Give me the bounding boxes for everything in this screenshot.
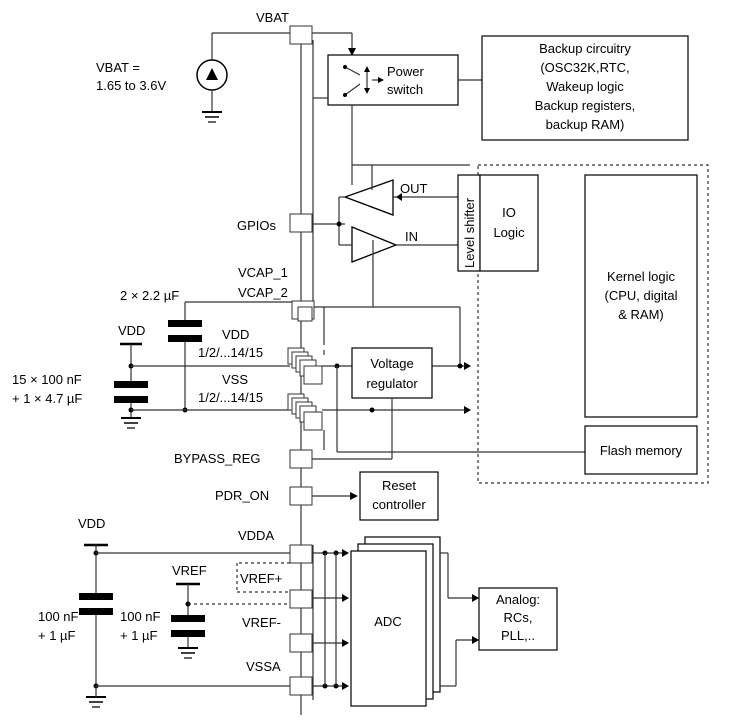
- bypass-reg-pin: [289, 449, 313, 469]
- io-logic-label-2: Logic: [493, 225, 525, 240]
- pdr-on-label: PDR_ON: [215, 488, 269, 503]
- io-logic-label-1: IO: [502, 205, 516, 220]
- vcap1-label: VCAP_1: [238, 265, 288, 280]
- flash-label: Flash memory: [600, 443, 683, 458]
- level-shifter: Level shifter: [457, 174, 481, 272]
- adc-label: ADC: [374, 614, 401, 629]
- core-domain-boundary: [477, 164, 709, 484]
- vref-minus-pin: [289, 633, 313, 653]
- vssa-pin: [289, 676, 313, 696]
- power-switch: Power switch: [313, 54, 482, 165]
- backup-label-4: Backup registers,: [535, 98, 635, 113]
- vss-pins-label: VSS: [222, 372, 248, 387]
- vref-plus-label: VREF+: [240, 571, 282, 586]
- level-shifter-label: Level shifter: [462, 197, 477, 268]
- power-switch-label-2: switch: [387, 82, 423, 97]
- vdda-label: VDDA: [238, 528, 274, 543]
- kernel-logic: Kernel logic (CPU, digital & RAM): [584, 174, 698, 418]
- vdd-cap-label-2: + 1 × 4.7 µF: [12, 391, 82, 406]
- analog-label-2: RCs,: [504, 610, 533, 625]
- vbat-range-label-1: VBAT =: [96, 60, 140, 75]
- analog-label-1: Analog:: [496, 592, 540, 607]
- vbat-section: VBAT = 1.65 to 3.6V VBAT: [96, 10, 356, 123]
- voltage-reg-label-2: regulator: [366, 376, 418, 391]
- backup-label-1: Backup circuitry: [539, 41, 631, 56]
- analog-block: Analog: RCs, PLL,..: [478, 587, 558, 651]
- vdd-analog-label: VDD: [78, 516, 105, 531]
- io-buffers: OUT IN: [312, 164, 471, 307]
- voltage-regulator: Voltage regulator: [323, 347, 585, 453]
- vref-label: VREF: [172, 563, 207, 578]
- gpios-label: GPIOs: [237, 218, 277, 233]
- io-logic: IO Logic: [479, 174, 539, 272]
- ground-icon: [121, 417, 141, 429]
- ground-icon: [86, 696, 106, 708]
- vssa-label: VSSA: [246, 659, 281, 674]
- vbat-pin-label: VBAT: [256, 10, 289, 25]
- kernel-label-2: (CPU, digital: [605, 288, 678, 303]
- vdda-cap-label-1: 100 nF: [38, 609, 79, 624]
- vdd-cap-label-1: 15 × 100 nF: [12, 372, 82, 387]
- backup-label-5: backup RAM): [546, 117, 625, 132]
- gpios-pin: [289, 213, 313, 233]
- out-label: OUT: [400, 181, 428, 196]
- vref-plus-pin: [289, 589, 313, 609]
- vcap-capacitor: [168, 301, 292, 413]
- backup-circuitry: Backup circuitry (OSC32K,RTC, Wakeup log…: [481, 35, 689, 141]
- backup-label-2: (OSC32K,RTC,: [540, 60, 629, 75]
- vdda-cap-label-2: + 1 µF: [38, 628, 76, 643]
- analog-label-3: PLL,..: [501, 628, 535, 643]
- vss-pins-num: 1/2/...14/15: [198, 390, 263, 405]
- adc-block: ADC: [350, 536, 441, 707]
- output-buffer: [343, 179, 394, 216]
- reset-controller: Reset controller: [359, 471, 439, 521]
- in-label: IN: [405, 229, 418, 244]
- vdd-pin-stack: [287, 347, 323, 385]
- vref-minus-label: VREF-: [242, 615, 281, 630]
- bypass-reg-label: BYPASS_REG: [174, 451, 260, 466]
- pdr-on-pin: [289, 486, 313, 506]
- voltage-reg-label-1: Voltage: [370, 356, 413, 371]
- vdd-pins-num: 1/2/...14/15: [198, 345, 263, 360]
- reset-label-1: Reset: [382, 478, 416, 493]
- power-switch-label-1: Power: [387, 64, 425, 79]
- vcap-cap-label: 2 × 2.2 µF: [120, 288, 179, 303]
- ground-icon: [178, 647, 198, 659]
- vdda-pin: [289, 544, 313, 564]
- vss-pin-stack: [287, 393, 323, 431]
- vbat-pin: [289, 25, 313, 45]
- flash-memory: Flash memory: [584, 425, 698, 475]
- backup-label-3: Wakeup logic: [546, 79, 624, 94]
- vref-cap-label-1: 100 nF: [120, 609, 161, 624]
- vref-cap-label-2: + 1 µF: [120, 628, 158, 643]
- kernel-label-3: & RAM): [618, 307, 664, 322]
- input-buffer: [351, 226, 398, 263]
- reset-label-2: controller: [372, 497, 426, 512]
- vcap2-label: VCAP_2: [238, 285, 288, 300]
- kernel-label-1: Kernel logic: [607, 269, 675, 284]
- vdd-top-label: VDD: [118, 323, 145, 338]
- vbat-range-label-2: 1.65 to 3.6V: [96, 78, 166, 93]
- vdd-pins-label: VDD: [222, 327, 249, 342]
- ground-icon: [202, 111, 222, 123]
